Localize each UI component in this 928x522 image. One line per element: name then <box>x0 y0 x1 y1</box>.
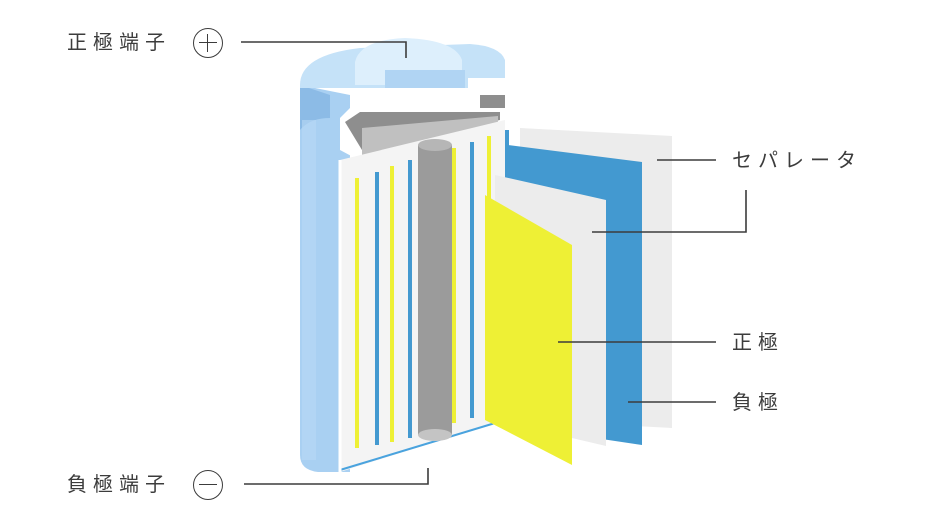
positive-electrode-label: 正極 <box>732 330 784 354</box>
leader-separator-front <box>592 190 747 233</box>
leader-negative-terminal <box>244 468 429 485</box>
inner-negative-strip <box>408 160 412 438</box>
battery-can <box>300 38 506 472</box>
circled-plus-icon <box>193 28 223 58</box>
negative-terminal-label: 負極端子 <box>67 472 171 496</box>
inner-positive-strip <box>452 148 456 423</box>
inner-negative-strip <box>375 172 379 445</box>
circled-minus-icon <box>193 470 223 500</box>
negative-electrode-label: 負極 <box>732 390 784 414</box>
leader-lines <box>241 41 747 485</box>
inner-negative-strip <box>470 142 474 418</box>
separator-label: セパレータ <box>732 148 862 172</box>
inner-positive-strip <box>390 166 394 442</box>
positive-terminal-label: 正極端子 <box>67 30 171 54</box>
inner-positive-strip <box>355 178 359 448</box>
center-pin <box>418 139 452 441</box>
leader-positive-terminal <box>241 41 407 58</box>
positive-electrode-sheet <box>485 195 572 465</box>
unrolled-sheets <box>485 128 672 465</box>
